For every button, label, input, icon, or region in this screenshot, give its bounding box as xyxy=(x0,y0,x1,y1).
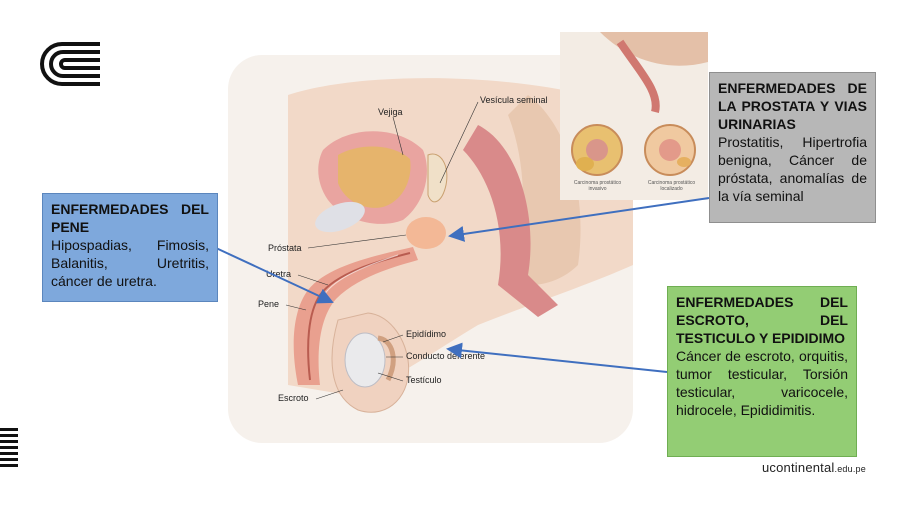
brand-name: ucontinental xyxy=(762,460,835,475)
scrotum-diseases-body: Cáncer de escroto, orquitis, tumor testi… xyxy=(676,348,848,418)
arrow-escroto xyxy=(448,349,667,372)
arrow-prostata xyxy=(450,198,709,236)
scrotum-diseases-title: ENFERMEDADES DEL ESCROTO, DEL TESTICULO … xyxy=(676,293,848,347)
penis-diseases-title: ENFERMEDADES DEL PENE xyxy=(51,200,209,236)
penis-diseases-box: ENFERMEDADES DEL PENE Hipospadias, Fimos… xyxy=(42,193,218,302)
prostate-diseases-body: Prostatitis, Hipertrofia benigna, Cáncer… xyxy=(718,134,867,204)
brand-footer: ucontinental.edu.pe xyxy=(762,460,866,475)
prostate-diseases-box: ENFERMEDADES DE LA PROSTATA Y VIAS URINA… xyxy=(709,72,876,223)
arrow-pene xyxy=(216,248,332,302)
penis-diseases-body: Hipospadias, Fimosis, Balanitis, Uretrit… xyxy=(51,237,209,289)
prostate-diseases-title: ENFERMEDADES DE LA PROSTATA Y VIAS URINA… xyxy=(718,79,867,133)
brand-domain: .edu.pe xyxy=(835,464,866,474)
scrotum-diseases-box: ENFERMEDADES DEL ESCROTO, DEL TESTICULO … xyxy=(667,286,857,457)
